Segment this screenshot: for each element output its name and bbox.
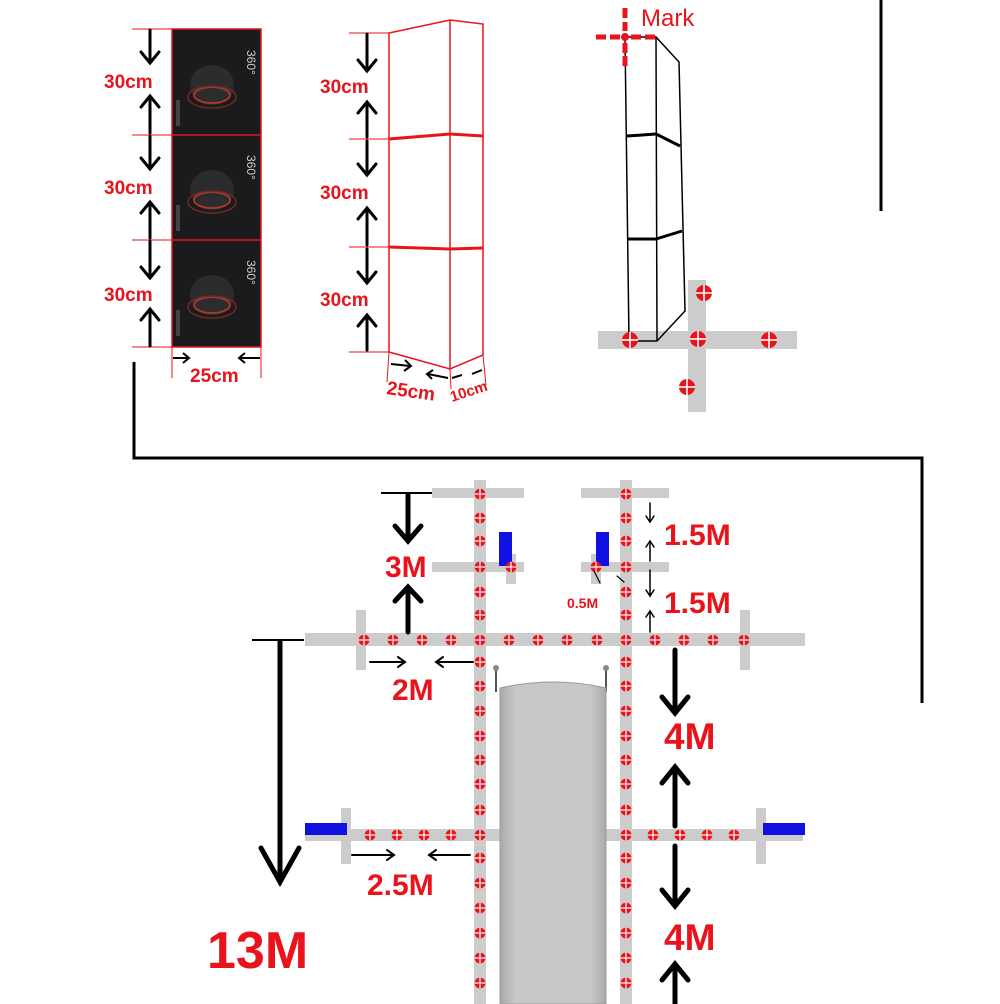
dimension-label-3m: 3M	[385, 551, 427, 584]
dimension-label-1-5m: 1.5M	[664, 587, 731, 620]
dimension-label-13m: 13M	[207, 922, 308, 980]
dimension-label-4m: 4M	[664, 716, 715, 757]
marker-view: Mark	[596, 5, 797, 412]
box-height-label: 30cm	[320, 183, 369, 204]
box-width-arrows	[390, 359, 483, 380]
mark-label: Mark	[641, 5, 695, 32]
runway-carpet	[493, 665, 609, 1004]
box-depth-label: 10cm	[448, 378, 490, 406]
box-height-ticks	[349, 32, 487, 390]
height-label: 30cm	[104, 285, 153, 306]
led-panel-stack: 360° 360° 360°	[171, 28, 262, 348]
dimension-label-2-5m: 2.5M	[367, 869, 434, 902]
height-label: 30cm	[104, 178, 153, 199]
box-width-label: 25cm	[385, 378, 436, 406]
panel-box-outline	[388, 19, 484, 370]
height-ticks	[132, 28, 262, 378]
panel-brand-text: 360°	[244, 50, 258, 75]
dimension-label-0-5m: 0.5M	[567, 595, 598, 611]
panel-box-dividers	[388, 132, 484, 251]
panel-front-view: 360° 360° 360° 30cm 30cm 30cm	[104, 28, 262, 387]
connector-lines	[132, 0, 924, 703]
dimension-label-2m: 2M	[392, 674, 434, 707]
panel-brand-text: 360°	[244, 260, 258, 285]
layout-plan: 3M 2M 1.5M 1.5M 0.5M 4M 4M 2.5M 13M	[207, 480, 805, 1004]
width-arrows	[173, 352, 260, 364]
panel-brand-text: 360°	[244, 155, 258, 180]
height-label: 30cm	[104, 72, 153, 93]
panel-box-view: 30cm 30cm 30cm 25cm 10cm	[320, 19, 490, 406]
panel-column-outline	[624, 36, 686, 342]
dimension-label-1-5m: 1.5M	[664, 519, 731, 552]
box-height-label: 30cm	[320, 290, 369, 311]
box-height-arrows	[356, 32, 378, 352]
mark-crosshair	[596, 8, 655, 66]
blue-markers	[305, 532, 805, 835]
dimension-label-4m: 4M	[664, 917, 715, 958]
width-label: 25cm	[190, 366, 239, 387]
dimension-arrows	[258, 492, 691, 1004]
height-arrows	[139, 28, 161, 348]
box-height-label: 30cm	[320, 77, 369, 98]
panel-column-dividers	[626, 132, 683, 241]
